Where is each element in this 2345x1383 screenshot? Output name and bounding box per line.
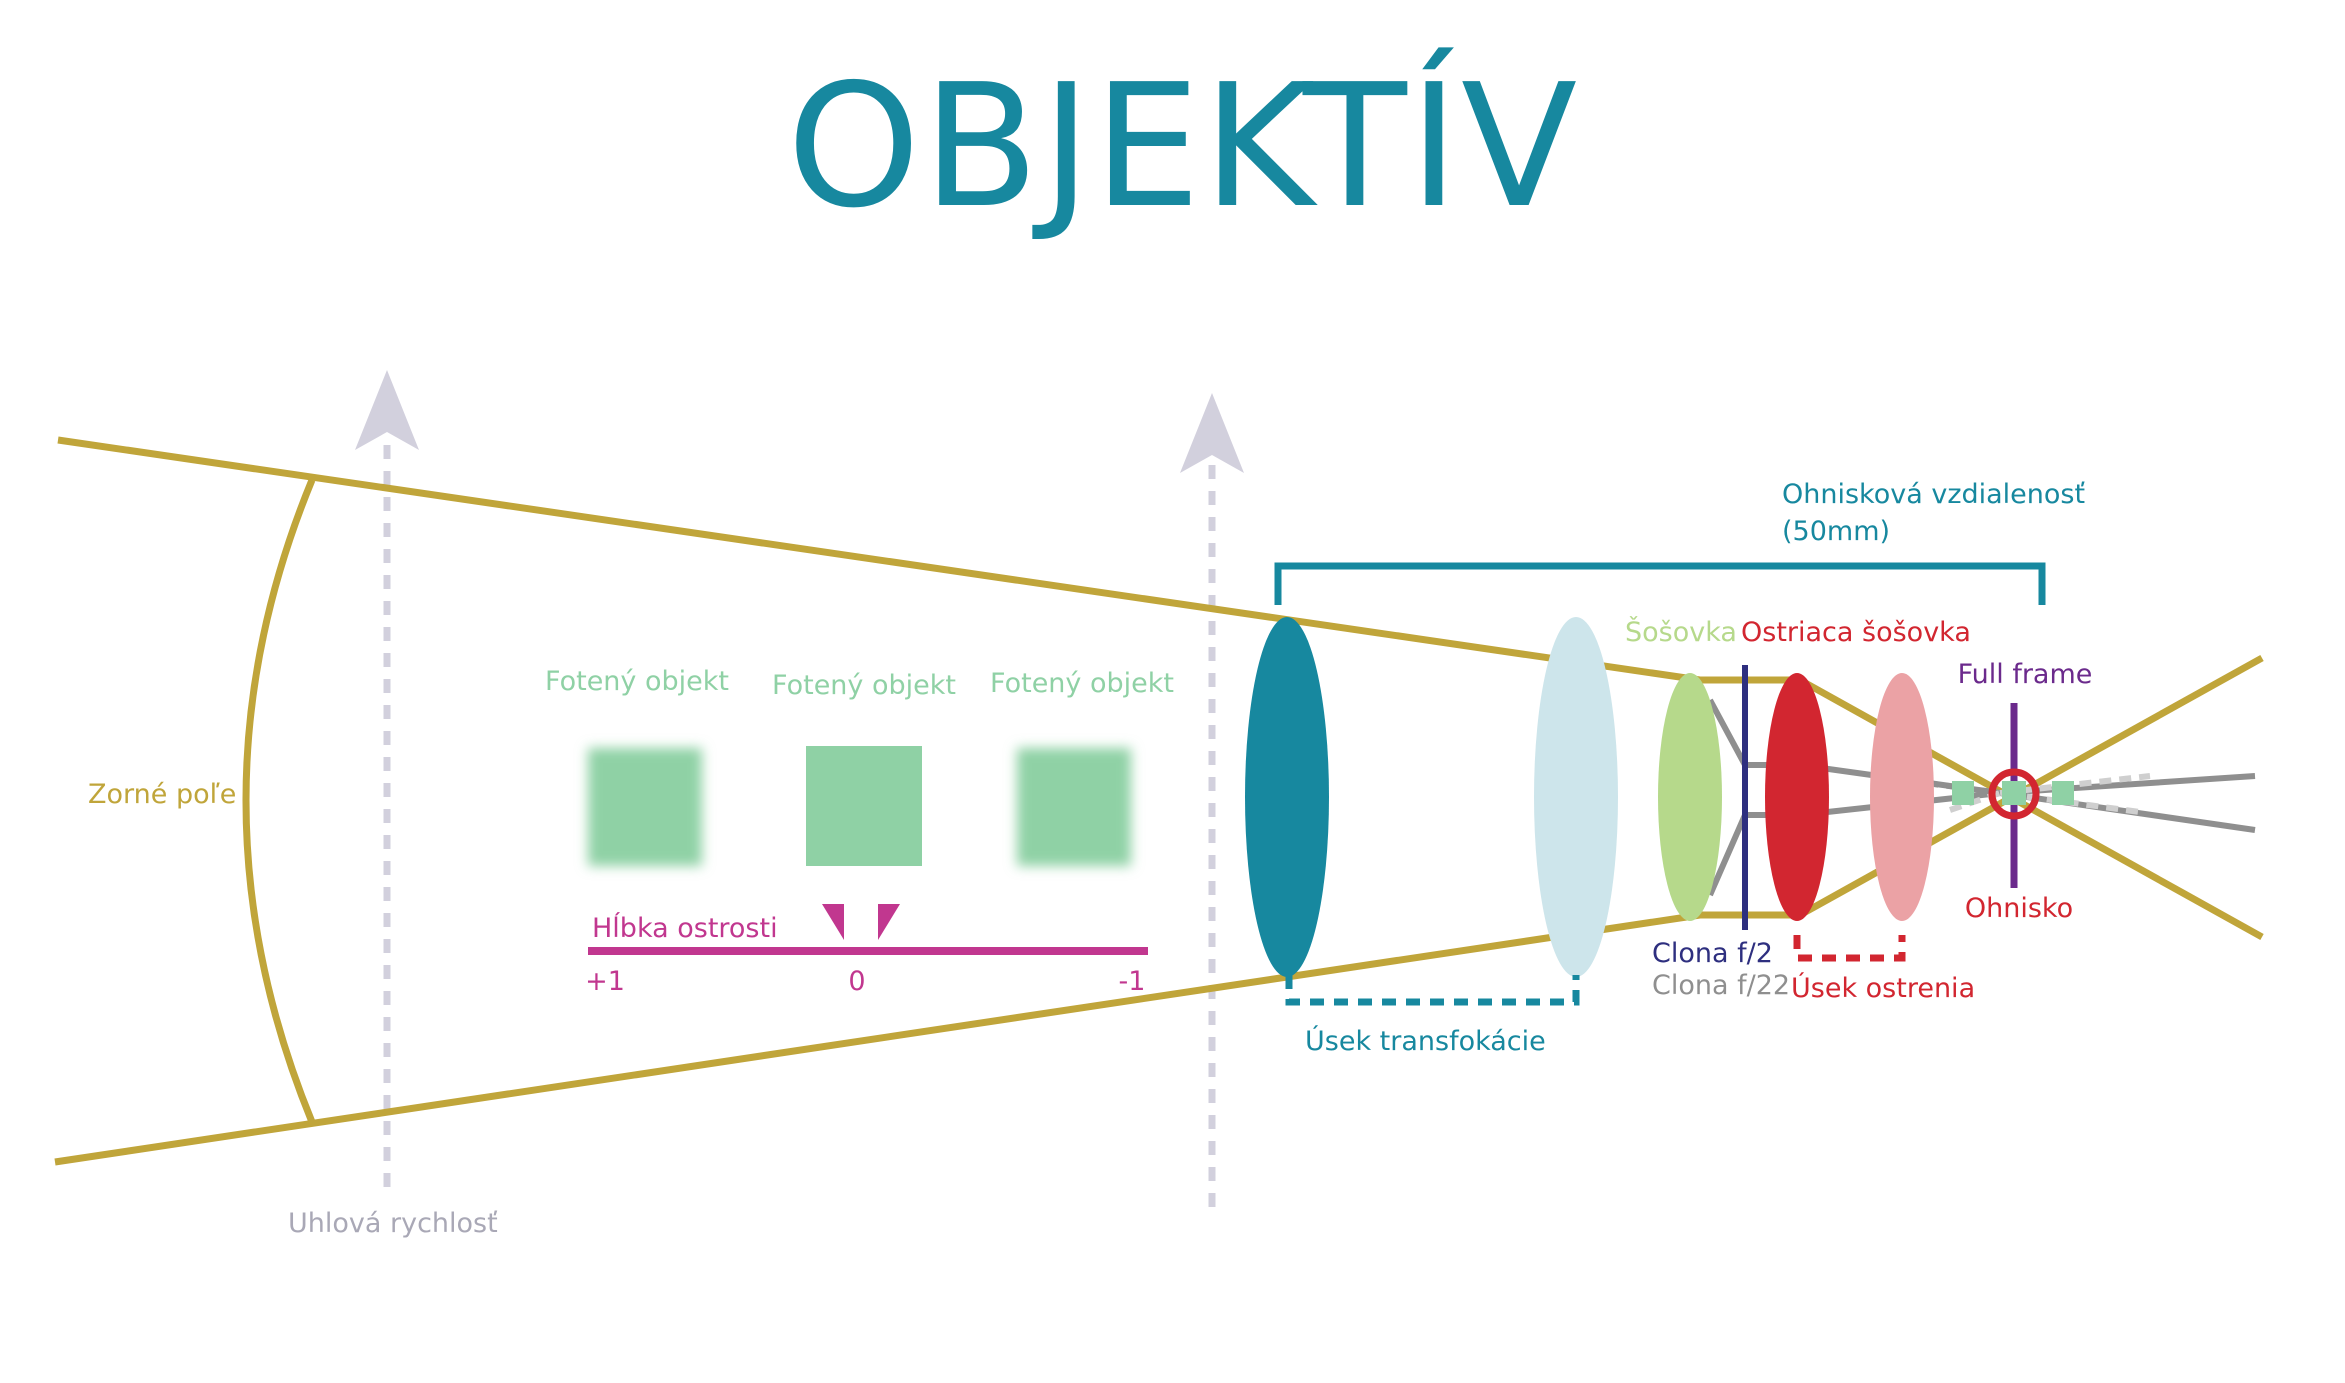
front-lens bbox=[1245, 617, 1329, 977]
focus-lens-label: Ostriaca šošovka bbox=[1741, 617, 1971, 648]
focal-point-circle bbox=[1988, 768, 2040, 820]
zoom-section-label: Úsek transfokácie bbox=[1305, 1025, 1546, 1057]
zoom-section-bracket bbox=[1285, 975, 1580, 1006]
object-blurred-far bbox=[1017, 748, 1131, 866]
focus-lens-ghost bbox=[1870, 673, 1934, 921]
focus-section-bracket bbox=[1793, 935, 1906, 962]
aperture-f22-label: Clona f/22 bbox=[1652, 970, 1790, 1001]
depth-of-field-label: Hĺbka ostrosti bbox=[592, 912, 778, 944]
full-frame-label: Full frame bbox=[1958, 659, 2093, 690]
aperture-f2-label: Clona f/2 bbox=[1652, 938, 1773, 969]
object-label-1: Fotený objekt bbox=[545, 666, 729, 697]
object-blurred-near bbox=[588, 748, 702, 866]
object-label-3: Fotený objekt bbox=[990, 668, 1174, 699]
focus-section-label: Úsek ostrenia bbox=[1791, 972, 1975, 1004]
focal-length-bracket bbox=[1274, 562, 2046, 605]
angular-arrow-left bbox=[355, 370, 419, 1195]
focal-length-label-line2: (50mm) bbox=[1782, 516, 1890, 547]
object-in-focus bbox=[806, 746, 922, 866]
page-title: OBJEKTÍV bbox=[787, 47, 1580, 246]
dof-zero-label: 0 bbox=[848, 966, 865, 997]
focal-length-label-line1: Ohnisková vzdialenosť bbox=[1782, 479, 2085, 510]
lens-element bbox=[1658, 673, 1722, 921]
dof-plus-label: +1 bbox=[585, 966, 625, 997]
projected-image-3 bbox=[2052, 781, 2074, 805]
field-of-view-label: Zorné poľe bbox=[88, 779, 236, 810]
angular-arrow-right bbox=[1180, 393, 1244, 1215]
zoom-lens-ghost bbox=[1534, 617, 1618, 977]
projected-image-1 bbox=[1952, 781, 1974, 805]
lens-label: Šošovka bbox=[1625, 616, 1737, 648]
angular-speed-label: Uhlová rychlosť bbox=[288, 1208, 498, 1239]
dof-marker-left bbox=[822, 904, 844, 940]
dof-minus-label: -1 bbox=[1119, 966, 1146, 997]
object-label-2: Fotený objekt bbox=[772, 670, 956, 701]
projected-image-2 bbox=[2002, 781, 2026, 805]
focus-lens bbox=[1765, 673, 1829, 921]
focal-point-label: Ohnisko bbox=[1965, 893, 2073, 924]
dof-marker-right bbox=[878, 904, 900, 940]
